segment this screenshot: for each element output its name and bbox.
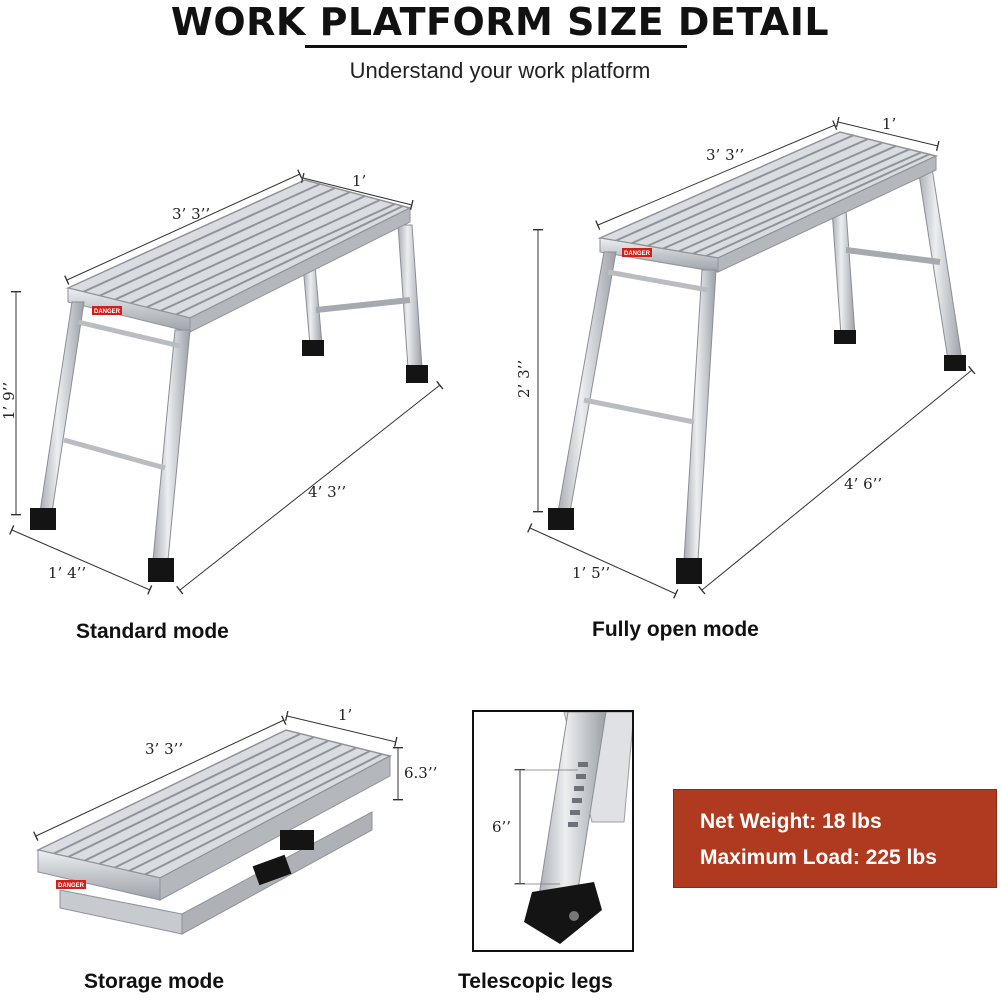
- standard-mode-caption: Standard mode: [76, 620, 229, 643]
- standard-floor-length-label: 4’ 3’’: [308, 483, 347, 501]
- standard-floor-width-label: 1’ 4’’: [48, 564, 87, 582]
- page-title: WORK PLATFORM SIZE DETAIL: [170, 0, 830, 44]
- standard-mode-platform: DANGER: [30, 179, 428, 582]
- fully-open-mode-platform: DANGER: [548, 131, 966, 584]
- fully-open-danger-decal: DANGER: [624, 251, 651, 257]
- fully-open-mode-caption: Fully open mode: [592, 618, 759, 641]
- standard-length-label: 3’ 3’’: [172, 205, 211, 223]
- storage-mode-caption: Storage mode: [84, 970, 225, 993]
- page-subtitle: Understand your work platform: [349, 58, 651, 83]
- telescopic-leg-closeup: [472, 710, 634, 952]
- fully-open-floor-width-label: 1’ 5’’: [572, 564, 611, 582]
- storage-danger-decal: DANGER: [58, 883, 85, 889]
- telescopic-leg-illustration: [514, 712, 632, 944]
- standard-width-label: 1’: [352, 172, 367, 190]
- fully-open-length-label: 3’ 3’’: [706, 146, 745, 164]
- max-load-text: Maximum Load: 225 lbs: [700, 846, 937, 869]
- title-underline: [305, 45, 687, 48]
- storage-dimension-lines: [32, 710, 403, 841]
- fully-open-dimension-lines: [527, 116, 976, 599]
- telescopic-extension-label: 6’’: [492, 818, 512, 836]
- storage-thickness-label: 6.3’’: [404, 764, 438, 782]
- standard-dimension-lines: [9, 169, 444, 595]
- fully-open-floor-length-label: 4’ 6’’: [844, 475, 883, 493]
- storage-length-label: 3’ 3’’: [145, 740, 184, 758]
- storage-width-label: 1’: [338, 706, 353, 724]
- net-weight-text: Net Weight: 18 lbs: [700, 810, 882, 833]
- specs-box: Net Weight: 18 lbs Maximum Load: 225 lbs: [673, 789, 997, 888]
- fully-open-height-label: 2’ 3’’: [515, 359, 533, 398]
- standard-danger-decal: DANGER: [94, 309, 121, 315]
- storage-mode-platform: DANGER: [35, 729, 393, 935]
- standard-height-label: 1’ 9’’: [0, 381, 18, 420]
- fully-open-width-label: 1’: [882, 115, 897, 133]
- telescopic-legs-caption: Telescopic legs: [458, 970, 613, 993]
